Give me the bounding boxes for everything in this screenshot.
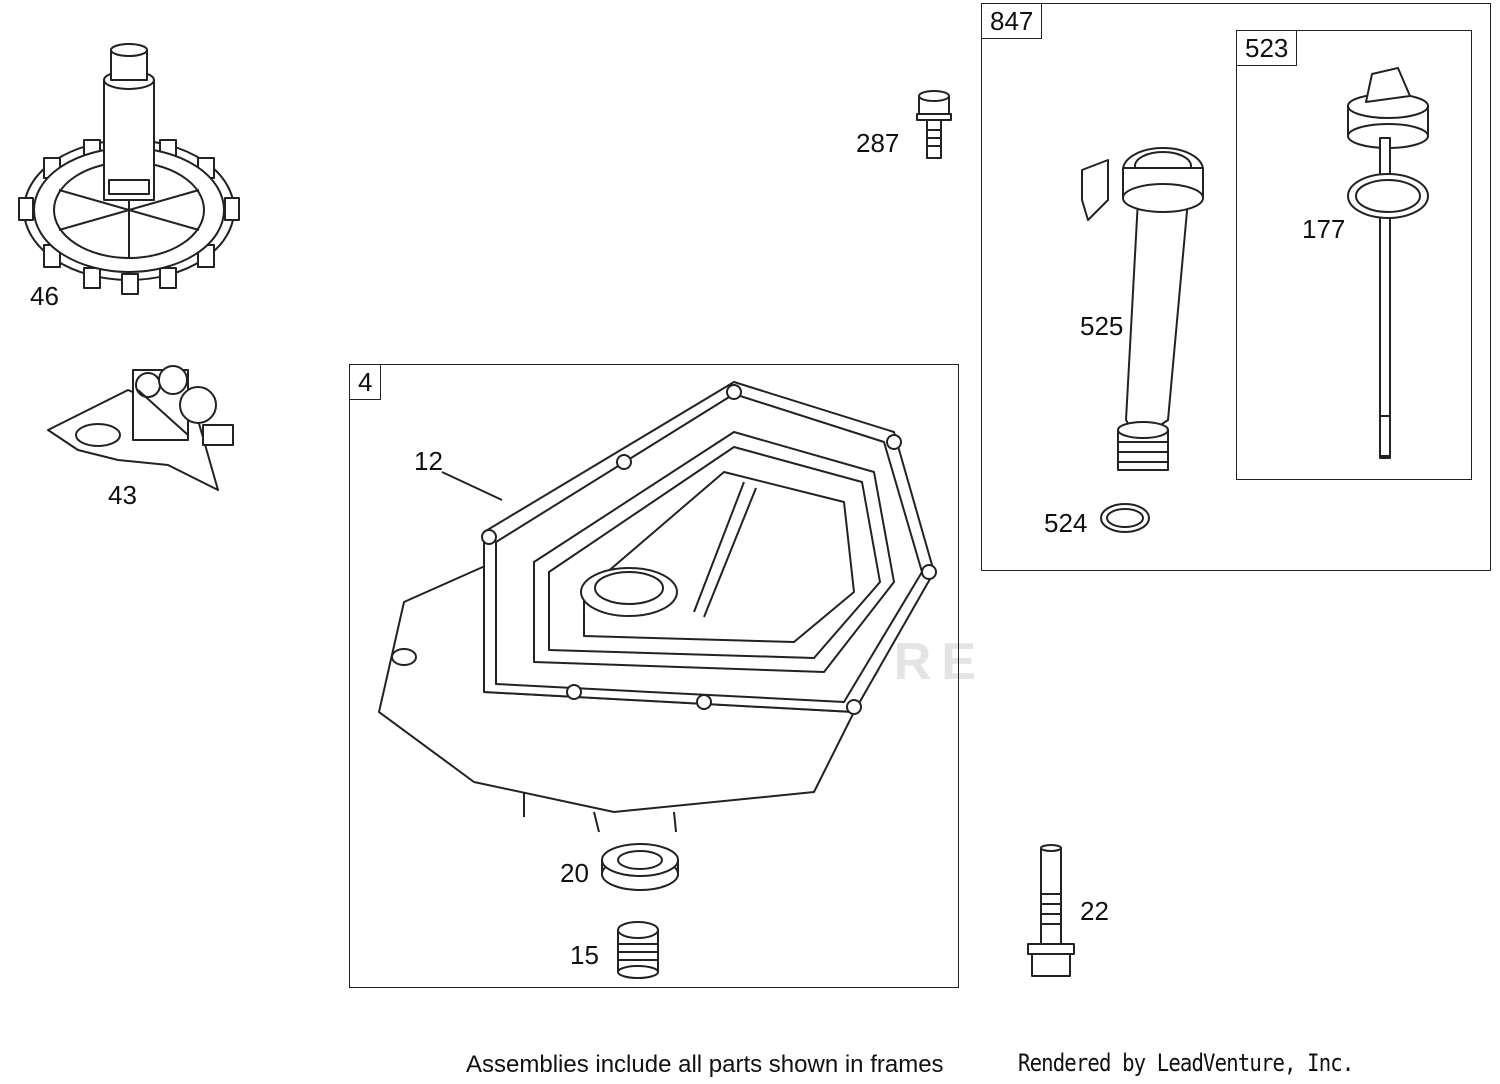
frame-tag-crankcase: 4: [349, 364, 382, 400]
governor-bracket-icon[interactable]: [47, 350, 248, 500]
part-label-20: 20: [560, 858, 589, 888]
bolt-icon[interactable]: [915, 90, 955, 162]
crankcase-sump-icon[interactable]: [374, 372, 944, 833]
frame-tag-dipstick: 523: [1236, 30, 1298, 66]
dipstick-icon[interactable]: [1338, 66, 1438, 466]
frame-dipstick-assembly: 523: [1236, 30, 1472, 480]
part-label-524: 524: [1044, 508, 1088, 538]
gear-shaft-icon[interactable]: [14, 40, 244, 300]
frame-crankcase-assembly: 4: [349, 364, 959, 988]
footer-note: Assemblies include all parts shown in fr…: [466, 1051, 944, 1078]
oil-fill-tube-icon[interactable]: [1078, 140, 1208, 490]
footer-credit: Rendered by LeadVenture, Inc.: [1018, 1049, 1354, 1077]
drain-plug-icon[interactable]: [612, 918, 664, 979]
part-label-287: 287: [856, 128, 900, 158]
part-label-22: 22: [1080, 896, 1109, 926]
part-label-15: 15: [570, 940, 599, 970]
part-label-177: 177: [1302, 214, 1346, 244]
leader-line-12: [441, 471, 503, 501]
frame-oil-fill-assembly: 847: [981, 3, 1491, 571]
part-label-46: 46: [30, 281, 59, 311]
frame-tag-oil-fill: 847: [981, 3, 1043, 39]
part-label-525: 525: [1080, 311, 1124, 341]
part-label-43: 43: [108, 480, 137, 510]
part-label-12: 12: [414, 446, 443, 476]
long-bolt-icon[interactable]: [1026, 844, 1076, 980]
oil-seal-icon[interactable]: [598, 840, 682, 892]
o-ring-icon[interactable]: [1098, 500, 1152, 536]
